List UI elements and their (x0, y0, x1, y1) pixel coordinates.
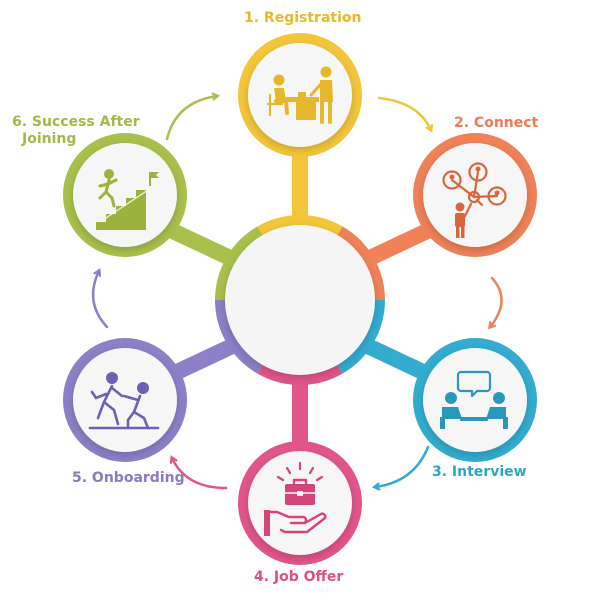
hub-arc-step-1 (257, 215, 343, 239)
arrow-joboffer-to-onboarding (172, 458, 228, 490)
registration-desk-icon (266, 66, 333, 124)
step-1-registration (238, 33, 362, 157)
helping-hand-climb-icon (88, 372, 160, 430)
hub-arc-step-3 (335, 299, 385, 374)
step-6-label: 6. Success After Joining (12, 114, 172, 148)
step-2-connect (413, 133, 537, 257)
step-5-label: 5. Onboarding (72, 470, 185, 486)
step-6-label-line1: 6. Success After (12, 114, 140, 130)
center-circle (225, 225, 375, 375)
center-hub (215, 215, 385, 385)
hub-arc-step-6 (215, 226, 265, 301)
flow-arrows (91, 96, 503, 490)
step-4-label: 4. Job Offer (254, 569, 344, 585)
interview-chat-icon (440, 370, 508, 429)
step-3-circle (423, 348, 527, 452)
arrow-interview-to-joboffer (375, 445, 430, 487)
hub-arc-step-2 (335, 226, 385, 301)
arrow-registration-to-connect (377, 96, 431, 130)
step-6-circle (73, 143, 177, 247)
step-4-job-offer (238, 441, 362, 565)
step-3-label: 3. Interview (432, 464, 527, 480)
stairs-flag-success-icon (96, 169, 159, 230)
hub-arc-step-5 (215, 299, 265, 374)
step-6-success (63, 133, 187, 257)
hub-arc-step-4 (257, 361, 343, 385)
step-3-interview (413, 338, 537, 462)
step-5-onboarding (63, 338, 187, 462)
step-5-circle (73, 348, 177, 452)
step-2-label: 2. Connect (454, 115, 539, 131)
arrow-connect-to-interview (490, 276, 503, 327)
step-1-label: 1. Registration (244, 10, 362, 26)
arrow-onboarding-to-success (91, 271, 109, 329)
briefcase-hand-icon (264, 461, 327, 536)
step-6-label-line2: Joining (22, 131, 77, 147)
network-connect-icon (442, 162, 507, 238)
arrow-success-to-registration (165, 96, 217, 141)
